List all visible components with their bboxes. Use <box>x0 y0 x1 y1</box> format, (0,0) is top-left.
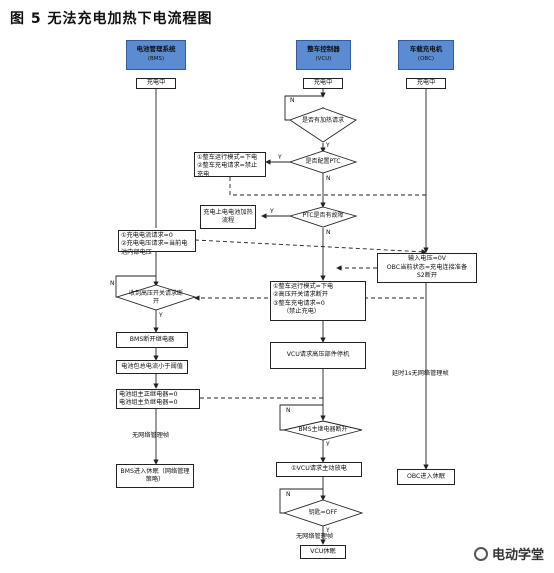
ptc-fault-text: PTC是否有故障 <box>302 212 344 220</box>
vcu-run-line-1: ①整车运行模式=下电 <box>273 283 334 290</box>
heat-request-text: 是否有加热请求 <box>301 117 344 125</box>
edge-label-y: Y <box>159 312 163 319</box>
edge-label-y: Y <box>326 527 330 534</box>
edge-label-n: N <box>326 229 331 236</box>
vcu-charging-box: 充电中 <box>303 78 343 89</box>
vcu-header-abbr: (VCU) <box>315 55 332 62</box>
obc-header: 车载充电机 (OBC) <box>398 40 454 70</box>
edge-label-y: Y <box>326 441 330 448</box>
vcu-header-name: 整车控制器 <box>307 45 340 53</box>
ptc-config-diamond <box>288 150 358 174</box>
relay-state-box: 电池组主正继电器=0 电池组主负继电器=0 <box>116 389 200 409</box>
ptc-config-text: 是否配置PTC <box>305 158 341 166</box>
watermark-logo-icon <box>473 546 488 561</box>
vcu-run-line-2: ②高压开关请求断开 <box>273 291 329 299</box>
obc-input-line-2: OBC当前状态=充电连接准备 <box>386 263 468 271</box>
heat-request-diamond <box>289 107 357 143</box>
bms-relay-diamond <box>283 420 363 441</box>
vcu-run-box: ①整车运行模式=下电 ②高压开关请求断开 ③整车充电请求=0 （禁止充电） <box>270 281 366 321</box>
vcu-mode-line-1: ①整车运行模式=下电 <box>197 154 258 161</box>
vcu-run-line-4: （禁止充电） <box>283 308 321 316</box>
bms-header-abbr: (BMS) <box>147 55 165 62</box>
edge-label-y: Y <box>326 142 330 149</box>
bms-no-network-text: 无网络管理帧 <box>132 432 170 439</box>
bms-charging-box: 充电中 <box>136 78 176 89</box>
edge-label-n: N <box>110 280 115 287</box>
edge-label-n: N <box>290 97 295 104</box>
vcu-sleep-box: VCU休眠 <box>300 545 346 559</box>
watermark: 电动学堂 <box>473 544 544 563</box>
heat-flow-box: 充电上电电池加热流程 <box>200 205 256 229</box>
ptc-fault-diamond <box>288 206 358 228</box>
obc-input-box: 输入电压=0V OBC当前状态=充电连接准备 S2断开 <box>377 253 477 283</box>
battery-current-box: 电池包总电流小于阈值 <box>116 360 188 374</box>
bms-header-name: 电池管理系统 <box>136 45 176 53</box>
bms-sleep-box: BMS进入休眠（网络管理策略） <box>116 464 194 488</box>
vcu-mode-box: ①整车运行模式=下电 ②整车充电请求=禁止充电 <box>194 152 266 178</box>
key-off-diamond <box>282 499 364 527</box>
edge-label-y: Y <box>270 208 274 215</box>
bms-request-line-1: ①充电电流请求=0 <box>121 232 173 239</box>
obc-input-line-3: S2断开 <box>416 272 438 280</box>
edge-label-y: Y <box>278 154 282 161</box>
figure-title: 图 5 无法充电加热下电流程图 <box>10 11 213 27</box>
vcu-no-network-text: 无网络管理帧 <box>296 533 334 540</box>
watermark-text: 电动学堂 <box>491 548 544 563</box>
relay-neg-line: 电池组主负继电器=0 <box>119 399 178 407</box>
obc-sleep-box: OBC进入休眠 <box>397 469 455 485</box>
edge-label-n: N <box>286 407 291 414</box>
bms-request-line-2: ②充电电压请求=当前电池内部电压 <box>121 240 188 256</box>
hv-switch-text: 收到高压开关请求断开 <box>128 290 183 305</box>
obc-header-name: 车载充电机 <box>409 45 443 53</box>
obc-no-network-text: 延时1s无网络管理帧 <box>392 370 449 377</box>
edge-label-n: N <box>286 491 291 498</box>
vcu-mode-line-2: ②整车充电请求=禁止充电 <box>197 162 258 178</box>
vcu-header: 整车控制器 (VCU) <box>296 40 351 70</box>
edge-label-n: N <box>326 175 331 182</box>
obc-header-abbr: (OBC) <box>417 55 435 62</box>
key-off-text: 钥匙=OFF <box>308 509 338 517</box>
obc-charging-box: 充电中 <box>406 78 446 89</box>
bms-relay-text: BMS主继电器断开 <box>298 426 348 434</box>
bms-relay-off-box: BMS断开继电器 <box>116 332 188 348</box>
hv-switch-diamond <box>115 284 197 311</box>
relay-pos-line: 电池组主正继电器=0 <box>119 391 178 398</box>
vcu-run-line-3: ③整车充电请求=0 <box>273 299 325 307</box>
bms-header: 电池管理系统 (BMS) <box>126 40 186 70</box>
obc-input-line-1: 输入电压=0V <box>407 255 447 263</box>
bms-request-box: ①充电电流请求=0 ②充电电压请求=当前电池内部电压 <box>118 230 196 256</box>
vcu-stop-box: VCU请求高压部件停机 <box>270 342 366 369</box>
vcu-discharge-box: ①VCU请求主动放电 <box>276 462 362 477</box>
